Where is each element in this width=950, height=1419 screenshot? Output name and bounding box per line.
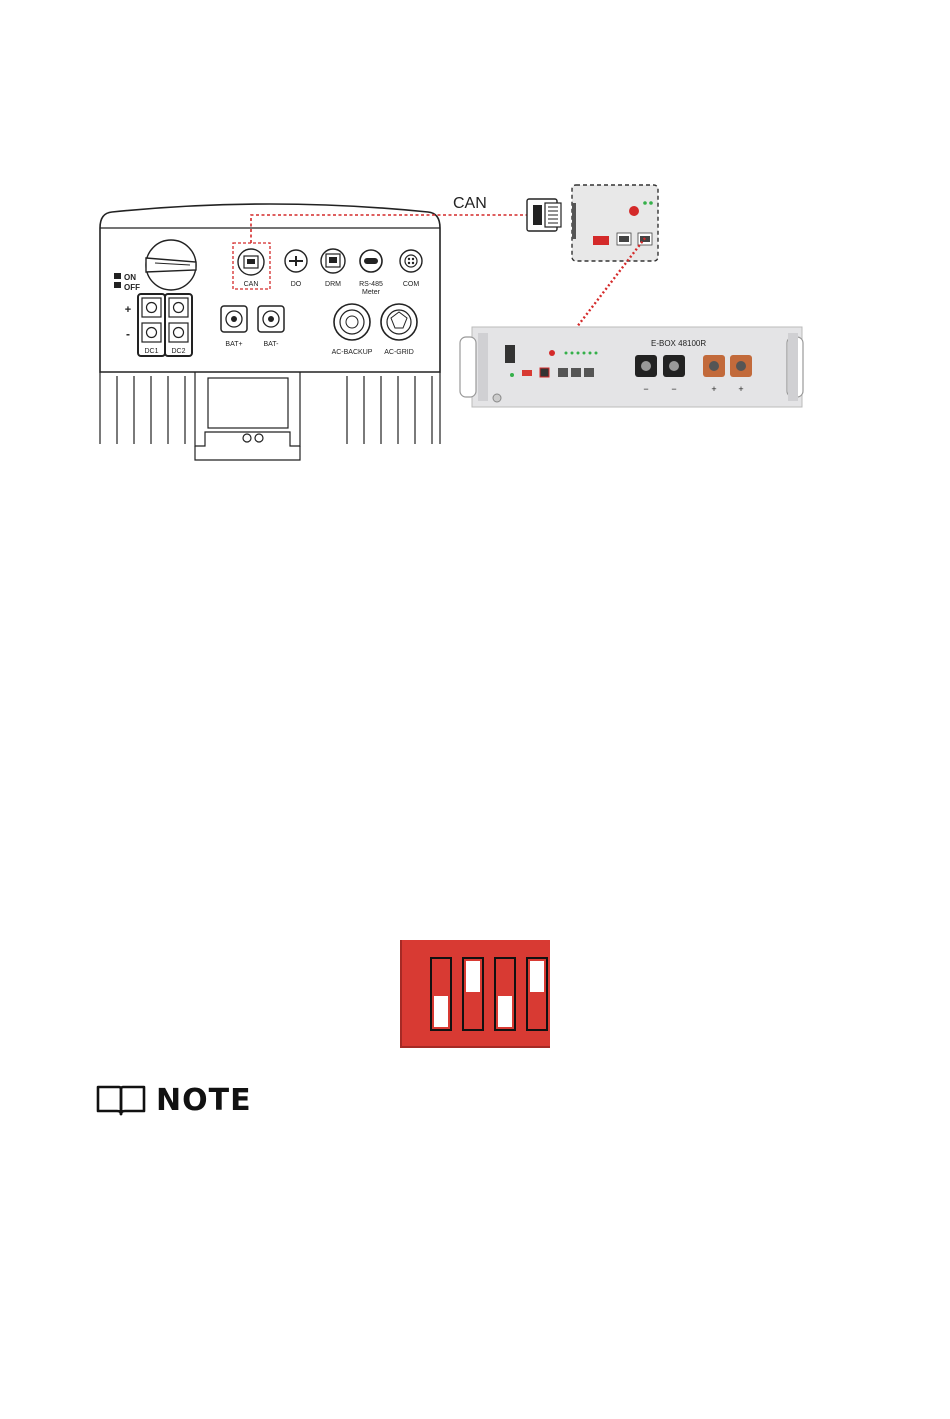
port-label-bat-plus: BAT+ bbox=[225, 341, 242, 348]
terminal-sign-1: − bbox=[643, 384, 648, 394]
port-label-bat-minus: BAT- bbox=[263, 341, 279, 348]
note-heading: NOTE bbox=[95, 1083, 252, 1117]
switch-on-label: ON bbox=[124, 273, 136, 282]
note-label: NOTE bbox=[156, 1083, 252, 1118]
battery-model-label: E-BOX 48100R bbox=[651, 339, 706, 348]
switch-off-label: OFF bbox=[124, 283, 140, 292]
port-label-meter: Meter bbox=[362, 289, 381, 296]
port-label-do: DO bbox=[291, 281, 302, 288]
pv-plus-sign: + bbox=[125, 304, 131, 316]
inverter: ON OFF CAN DO DRM bbox=[100, 204, 440, 460]
dip-switch-4-up bbox=[530, 961, 544, 992]
com-port: COM bbox=[400, 250, 422, 288]
terminal-sign-2: − bbox=[671, 384, 676, 394]
battery-panel-zoom bbox=[572, 185, 658, 261]
dc-switch-knob bbox=[146, 240, 196, 290]
terminal-sign-3: + bbox=[711, 384, 716, 394]
port-label-ac-grid: AC-GRID bbox=[384, 349, 414, 356]
port-label-rs485: RS-485 bbox=[359, 281, 383, 288]
port-label-drm: DRM bbox=[325, 281, 341, 288]
dip-switch-2-up bbox=[466, 961, 480, 992]
can-cable-label: CAN bbox=[453, 195, 487, 212]
connection-diagram: ON OFF CAN DO DRM bbox=[0, 0, 950, 470]
port-label-can: CAN bbox=[244, 281, 259, 288]
pv-label-dc1: DC1 bbox=[144, 348, 158, 355]
dip-switch-illustration bbox=[400, 940, 550, 1048]
rj45-plug bbox=[527, 199, 561, 231]
pv-label-dc2: DC2 bbox=[171, 348, 185, 355]
dip-switch-3-down bbox=[498, 996, 512, 1027]
book-icon bbox=[95, 1084, 147, 1116]
heat-sink bbox=[100, 372, 440, 460]
terminal-sign-4: + bbox=[738, 384, 743, 394]
port-label-ac-backup: AC-BACKUP bbox=[332, 349, 373, 356]
battery-module: E-BOX 48100R − − + + bbox=[460, 327, 803, 407]
pv-minus-sign: - bbox=[126, 327, 130, 341]
dip-switch-1-down bbox=[434, 996, 448, 1027]
port-label-com: COM bbox=[403, 281, 420, 288]
